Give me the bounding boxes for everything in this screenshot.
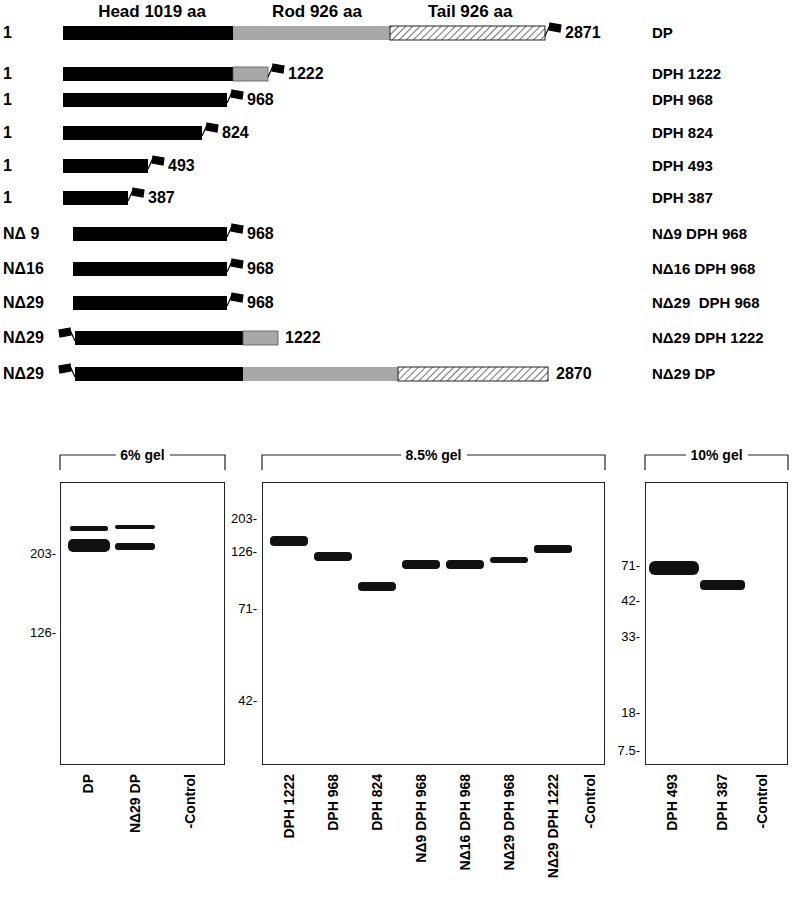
construct-label: NΔ9 DPH 968 bbox=[652, 225, 747, 242]
size-marker: 7.5- bbox=[618, 743, 640, 759]
construct-label: 1 bbox=[3, 157, 12, 175]
size-marker: 203- bbox=[231, 511, 257, 527]
construct-label: 1 bbox=[3, 91, 12, 109]
lane-label: DPH 968 bbox=[325, 774, 341, 831]
construct-label: 1 bbox=[3, 124, 12, 142]
flag-tags bbox=[59, 23, 561, 377]
size-marker: 33- bbox=[621, 629, 640, 645]
construct-label: 1 bbox=[3, 189, 12, 207]
size-marker: 42- bbox=[621, 593, 640, 609]
construct-label: 2870 bbox=[556, 365, 592, 383]
construct-label: NΔ29 bbox=[3, 294, 44, 312]
lane-label: DPH 1222 bbox=[281, 774, 297, 839]
construct-label: NΔ29 DP bbox=[652, 365, 715, 382]
lane-label: NΔ9 DPH 968 bbox=[413, 774, 429, 863]
construct-bars bbox=[63, 26, 548, 381]
construct-label: NΔ29 DPH 1222 bbox=[652, 329, 764, 346]
gel-panel: 10% gel71-42-33-18-7.5- bbox=[645, 482, 788, 765]
construct-label: DPH 1222 bbox=[652, 65, 721, 82]
construct-label: DPH 387 bbox=[652, 189, 713, 206]
gel-panel: 6% gel203-126- bbox=[60, 482, 225, 765]
construct-label: NΔ29 bbox=[3, 329, 44, 347]
lane-label: DPH 387 bbox=[714, 774, 730, 831]
lane-label: DP bbox=[80, 774, 96, 793]
construct-label: DP bbox=[652, 24, 673, 41]
lane-label: -Control bbox=[582, 774, 598, 828]
size-marker: 71- bbox=[238, 601, 257, 617]
construct-label: 493 bbox=[168, 157, 195, 175]
size-marker: 71- bbox=[621, 558, 640, 574]
lane-label: DPH 824 bbox=[369, 774, 385, 831]
construct-label: NΔ29 DPH 968 bbox=[652, 294, 760, 311]
lane-label: NΔ29 DP bbox=[127, 774, 143, 833]
blot-bands bbox=[68, 525, 745, 591]
construct-label: NΔ16 DPH 968 bbox=[652, 260, 755, 277]
construct-label: 2871 bbox=[565, 24, 601, 42]
size-marker: 126- bbox=[30, 625, 56, 641]
construct-label: NΔ29 bbox=[3, 365, 44, 383]
construct-label: DPH 493 bbox=[652, 157, 713, 174]
lane-label: NΔ16 DPH 968 bbox=[457, 774, 473, 870]
lane-label: -Control bbox=[754, 774, 770, 828]
construct-label: DPH 968 bbox=[652, 91, 713, 108]
construct-label: NΔ 9 bbox=[3, 225, 39, 243]
lane-label: DPH 493 bbox=[664, 774, 680, 831]
construct-label: NΔ16 bbox=[3, 260, 44, 278]
construct-label: 824 bbox=[222, 124, 249, 142]
construct-label: 968 bbox=[247, 91, 274, 109]
gel-panel: 8.5% gel203-126-71-42- bbox=[262, 482, 605, 765]
size-marker: 42- bbox=[238, 693, 257, 709]
construct-label: 1222 bbox=[285, 329, 321, 347]
size-marker: 203- bbox=[30, 546, 56, 562]
gel-heading: 8.5% gel bbox=[400, 446, 466, 464]
gel-heading: 10% gel bbox=[685, 446, 747, 464]
domain-heading: Head 1019 aa bbox=[98, 2, 206, 22]
size-marker: 126- bbox=[231, 544, 257, 560]
size-marker: 18- bbox=[621, 705, 640, 721]
construct-label: 968 bbox=[247, 225, 274, 243]
construct-label: 1222 bbox=[288, 65, 324, 83]
construct-label: 1 bbox=[3, 65, 12, 83]
domain-heading: Rod 926 aa bbox=[272, 2, 362, 22]
gel-heading: 6% gel bbox=[115, 446, 169, 464]
lane-label: NΔ29 DPH 1222 bbox=[545, 774, 561, 878]
domain-heading: Tail 926 aa bbox=[428, 2, 513, 22]
construct-label: DPH 824 bbox=[652, 124, 713, 141]
lane-label: -Control bbox=[182, 774, 198, 828]
construct-label: 1 bbox=[3, 24, 12, 42]
construct-label: 968 bbox=[247, 260, 274, 278]
construct-label: 387 bbox=[148, 189, 175, 207]
construct-label: 968 bbox=[247, 294, 274, 312]
lane-label: NΔ29 DPH 968 bbox=[501, 774, 517, 870]
